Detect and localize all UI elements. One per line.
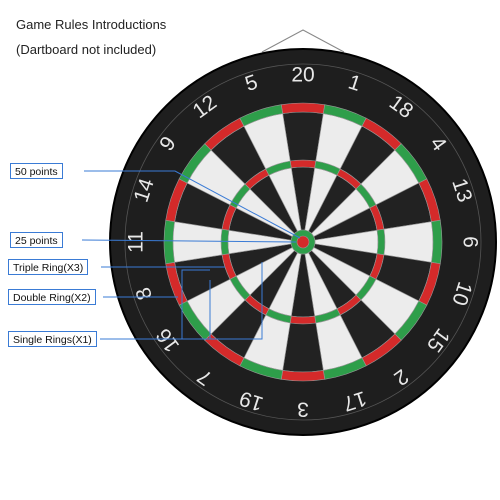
- dartboard-wire-rings: [124, 63, 482, 421]
- leader-25-points: [81, 239, 297, 243]
- hanger-string-line: [261, 29, 345, 53]
- page-title: Game Rules Introductions: [16, 17, 167, 32]
- callout-single-rings: Single Rings(X1): [8, 331, 97, 347]
- callout-double-ring: Double Ring(X2): [8, 289, 96, 305]
- board-number-3: 3: [297, 397, 309, 420]
- hanging-string: [261, 29, 345, 53]
- double-segment-20: [280, 102, 326, 114]
- double-segment-6: [431, 219, 443, 265]
- leader-single-rings-a: [100, 269, 210, 340]
- callout-50-points: 50 points: [10, 163, 63, 179]
- page-subtitle: (Dartboard not included): [16, 42, 157, 57]
- leader-50-points: [84, 170, 301, 239]
- double-segment-11: [163, 219, 175, 265]
- board-number-20: 20: [291, 64, 314, 87]
- callout-triple-ring: Triple Ring(X3): [8, 259, 89, 275]
- leader-single-rings-c: [210, 262, 263, 340]
- callout-25-points: 25 points: [10, 232, 63, 248]
- number-wire-ring: [124, 63, 482, 421]
- triple-segment-3: [289, 315, 317, 325]
- callout-leader-lines: [81, 170, 301, 340]
- triple-segment-6: [376, 228, 386, 256]
- triple-segment-11: [220, 228, 230, 256]
- dartboard-segments: [163, 102, 443, 382]
- board-number-6: 6: [458, 236, 481, 248]
- double-segment-3: [280, 370, 326, 382]
- triple-segment-20: [289, 159, 317, 169]
- bullseye: [296, 235, 310, 249]
- board-number-11: 11: [125, 231, 148, 253]
- double-segment-5: [239, 104, 284, 127]
